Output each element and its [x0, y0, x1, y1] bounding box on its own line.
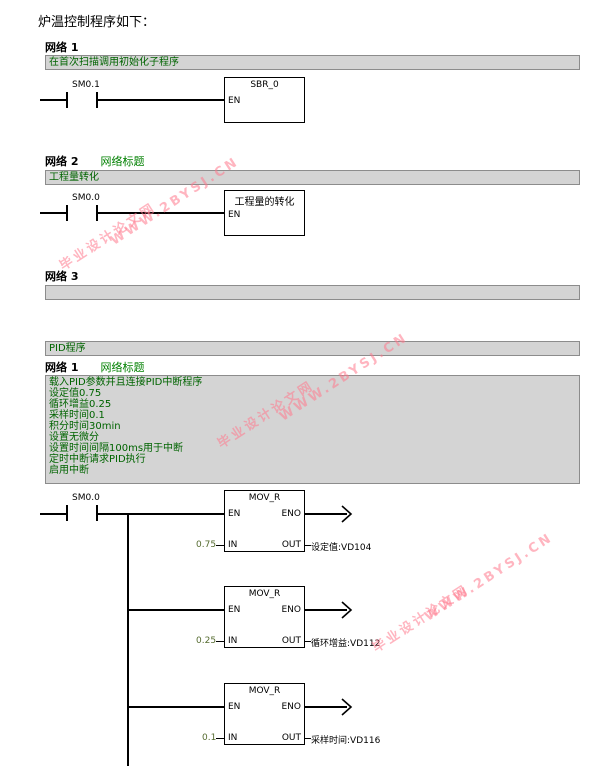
page-heading: 炉温控制程序如下：: [38, 15, 156, 30]
watermark-url: WWW.2BYSJ.CN: [422, 530, 557, 625]
comment-line: 采样时间0.1: [49, 410, 105, 421]
in-line: [216, 738, 224, 739]
contact-bar-right: [96, 92, 98, 108]
out-value: 循环增益:VD112: [311, 639, 381, 649]
out-pin: OUT: [281, 540, 301, 550]
pid-network-comment: 载入PID参数并且连接PID中断程序 设定值0.75 循环增益0.25 采样时间…: [45, 375, 580, 484]
arrow-right-icon: [341, 601, 353, 619]
comment-line: 积分时间30min: [49, 421, 121, 432]
out-line: [305, 738, 311, 739]
out-value: 设定值:VD104: [311, 543, 372, 553]
contact-label-sm00: SM0.0: [72, 193, 100, 203]
in-value: 0.75: [196, 540, 217, 550]
network-1-comment: 在首次扫描调用初始化子程序: [45, 55, 580, 70]
network-2-title: 网络标题: [100, 155, 145, 168]
mov-r-block-1[interactable]: MOV_R EN ENO IN OUT: [224, 490, 305, 552]
network-3-label: 网络 3: [45, 270, 79, 283]
en-pin: EN: [228, 605, 241, 615]
block-title: MOV_R: [248, 589, 281, 599]
out-line: [305, 545, 311, 546]
rung-line: [40, 99, 66, 101]
out-value: 采样时间:VD116: [311, 736, 381, 746]
network-3-comment: [45, 285, 580, 300]
en-pin: EN: [228, 210, 241, 220]
in-pin: IN: [228, 733, 238, 743]
pid-network-1-label-text: 网络 1: [45, 361, 79, 374]
comment-line: 启用中断: [49, 465, 89, 476]
eno-pin: ENO: [281, 509, 301, 519]
eno-line: [305, 513, 347, 515]
conversion-block[interactable]: 工程量的转化 EN: [224, 190, 305, 236]
comment-line: 设置无微分: [49, 432, 99, 443]
en-pin: EN: [228, 509, 241, 519]
rung-line: [40, 212, 66, 214]
comment-line: 载入PID参数并且连接PID中断程序: [49, 377, 203, 388]
in-value: 0.1: [202, 733, 217, 743]
network-1-label: 网络 1: [45, 41, 79, 54]
in-line: [216, 545, 224, 546]
contact-bar-right: [96, 505, 98, 521]
in-pin: IN: [228, 540, 238, 550]
contact-label-sm00-pid: SM0.0: [72, 493, 100, 503]
contact-bar-left: [66, 205, 68, 221]
pid-network-1-label: 网络 1 网络标题: [45, 359, 144, 375]
rung-line: [40, 513, 66, 515]
comment-line: 设定值0.75: [49, 388, 102, 399]
eno-pin: ENO: [281, 605, 301, 615]
pid-network-1-title: 网络标题: [100, 361, 145, 374]
in-value: 0.25: [196, 636, 217, 646]
network-2-comment: 工程量转化: [45, 170, 580, 185]
rung-line: [98, 513, 224, 515]
branch-line-3: [127, 706, 224, 708]
eno-line: [305, 706, 347, 708]
en-pin: EN: [228, 702, 241, 712]
block-title: SBR_0: [250, 80, 279, 90]
network-2-label: 网络 2 网络标题: [45, 153, 144, 169]
out-pin: OUT: [281, 733, 301, 743]
contact-bar-right: [96, 205, 98, 221]
eno-pin: ENO: [281, 702, 301, 712]
block-title: MOV_R: [248, 493, 281, 503]
contact-label-sm01: SM0.1: [72, 80, 100, 90]
in-pin: IN: [228, 636, 238, 646]
rung-line: [98, 212, 224, 214]
branch-line-2: [127, 609, 224, 611]
arrow-right-icon: [341, 698, 353, 716]
out-line: [305, 641, 311, 642]
network-2-label-text: 网络 2: [45, 155, 79, 168]
comment-line: 定时中断请求PID执行: [49, 454, 146, 465]
comment-line: 设置时间间隔100ms用于中断: [49, 443, 184, 454]
out-pin: OUT: [281, 636, 301, 646]
eno-line: [305, 609, 347, 611]
in-line: [216, 641, 224, 642]
mov-r-block-2[interactable]: MOV_R EN ENO IN OUT: [224, 586, 305, 648]
branch-bus: [127, 513, 129, 766]
block-title: 工程量的转化: [234, 197, 295, 208]
mov-r-block-3[interactable]: MOV_R EN ENO IN OUT: [224, 683, 305, 745]
comment-line: 循环增益0.25: [49, 399, 112, 410]
arrow-right-icon: [341, 505, 353, 523]
block-title: MOV_R: [248, 686, 281, 696]
en-pin: EN: [228, 96, 241, 106]
contact-bar-left: [66, 505, 68, 521]
sbr0-block[interactable]: SBR_0 EN: [224, 77, 305, 123]
contact-bar-left: [66, 92, 68, 108]
rung-line: [98, 99, 224, 101]
pid-section-comment: PID程序: [45, 341, 580, 356]
